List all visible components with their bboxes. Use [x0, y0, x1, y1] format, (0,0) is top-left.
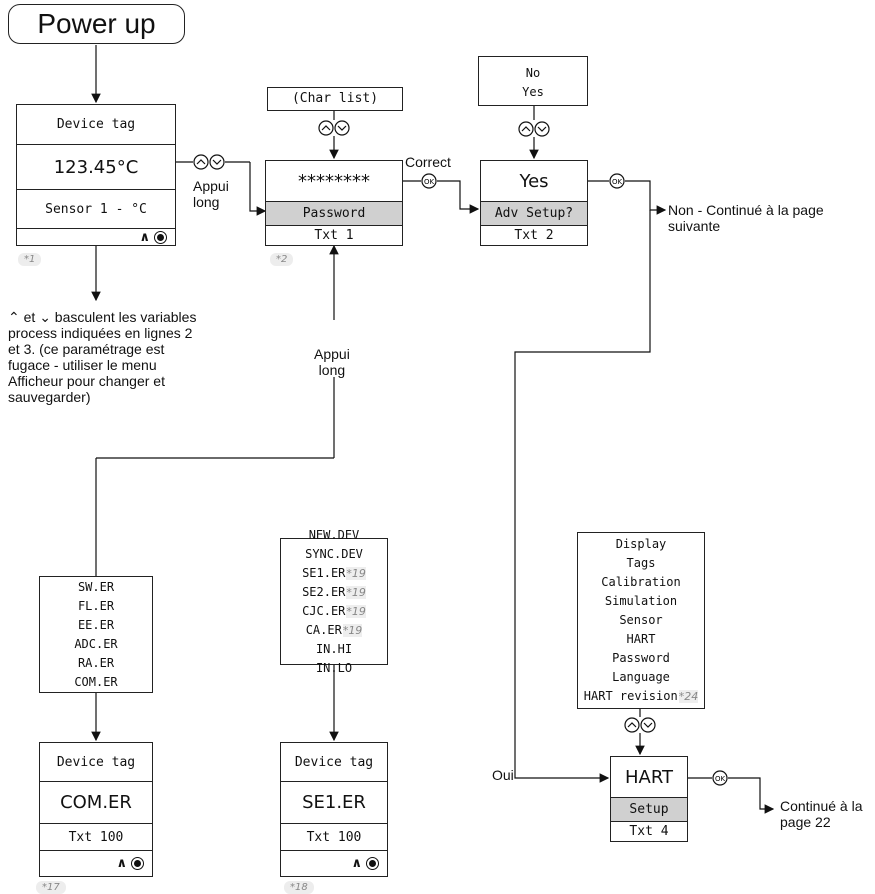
status-row: ∧ — [281, 850, 387, 876]
error-code-row: COM.ER — [40, 781, 152, 823]
list-item: COM.ER — [74, 674, 118, 689]
hex-status-icon — [366, 857, 379, 870]
list-item: Password — [612, 651, 670, 665]
error-list: SW.ER FL.ER EE.ER ADC.ER RA.ER COM.ER — [39, 576, 153, 693]
list-item: CJC.ER*19 — [302, 603, 366, 618]
option-no: No — [525, 66, 541, 80]
bascule-note: ⌃ et ⌄ basculent les variables process i… — [8, 309, 197, 405]
password-panel: ******** Password Txt 1 — [265, 160, 403, 246]
status-row: ∧ — [40, 850, 152, 876]
char-list-box: (Char list) — [267, 87, 403, 111]
list-item: HART revision*24 — [583, 689, 699, 703]
non-continue-label: Non - Continué à la page suivante — [668, 202, 824, 234]
caret-up-icon: ∧ — [351, 856, 362, 871]
list-item: IN.HI — [315, 641, 353, 656]
error-code-row: SE1.ER — [281, 781, 387, 823]
txt-row: Txt 4 — [611, 821, 687, 841]
list-item: Calibration — [601, 575, 681, 589]
list-item: SW.ER — [77, 579, 115, 594]
yes-row: Yes — [519, 170, 549, 192]
txt-row: Txt 100 — [281, 823, 387, 850]
device-tag-row: Device tag — [294, 754, 374, 770]
char-list-label: (Char list) — [291, 91, 379, 106]
appui-long-label: Appui long — [314, 346, 350, 378]
ok-button[interactable]: OK — [609, 173, 625, 189]
footnote-ref: *18 — [284, 881, 314, 894]
list-item: SE2.ER*19 — [302, 584, 366, 599]
correct-label: Correct — [405, 154, 451, 170]
list-item: SE1.ER*19 — [302, 565, 366, 580]
list-item: Language — [612, 670, 670, 684]
password-mask-row: ******** — [298, 170, 370, 192]
list-item: Simulation — [604, 594, 678, 608]
hart-row: HART — [624, 766, 674, 788]
error-display-panel: Device tag COM.ER Txt 100 ∧ — [39, 742, 153, 877]
list-item: EE.ER — [77, 617, 115, 632]
menu-list: Display Tags Calibration Simulation Sens… — [577, 532, 705, 709]
error-display-panel: Device tag SE1.ER Txt 100 ∧ — [280, 742, 388, 877]
setup-row: Setup — [611, 797, 687, 821]
list-item: RA.ER — [77, 655, 115, 670]
power-up-title: Power up — [8, 4, 185, 44]
caret-up-icon: ∧ — [139, 229, 150, 245]
adv-setup-panel: Yes Adv Setup? Txt 2 — [480, 160, 588, 246]
device-tag-row: Device tag — [56, 117, 136, 132]
oui-label: Oui — [492, 767, 514, 783]
ok-button[interactable]: OK — [421, 173, 437, 189]
adv-setup-row: Adv Setup? — [481, 201, 587, 225]
up-down-buttons[interactable] — [193, 154, 225, 170]
ok-button[interactable]: OK — [712, 770, 728, 786]
svg-text:OK: OK — [424, 178, 435, 186]
chevron-up-icon: ⌃ — [8, 309, 24, 325]
list-item: HART — [626, 632, 656, 646]
footnote-ref: *1 — [18, 253, 42, 266]
caret-up-icon: ∧ — [116, 856, 127, 871]
device-error-list: NEW.DEV SYNC.DEV SE1.ER*19 SE2.ER*19 CJC… — [280, 528, 388, 675]
svg-text:OK: OK — [715, 775, 726, 783]
up-down-buttons[interactable] — [313, 120, 355, 136]
up-down-buttons[interactable] — [513, 121, 555, 137]
hart-setup-panel: HART Setup Txt 4 — [610, 756, 688, 842]
list-item: CA.ER*19 — [305, 622, 363, 637]
device-tag-row: Device tag — [56, 754, 136, 770]
svg-text:OK: OK — [612, 178, 623, 186]
txt-row: Txt 100 — [40, 823, 152, 850]
sensor-row: Sensor 1 - °C — [17, 189, 175, 228]
footnote-ref: *17 — [36, 881, 66, 894]
footnote-ref: *2 — [270, 253, 294, 266]
hex-status-icon — [131, 857, 144, 870]
process-value-row: 123.45°C — [17, 144, 175, 189]
list-item: FL.ER — [77, 598, 115, 613]
list-item: IN.LO — [315, 660, 353, 675]
no-yes-box: No Yes — [478, 56, 588, 106]
list-item: Tags — [626, 556, 656, 570]
txt-row: Txt 1 — [266, 225, 402, 245]
list-item: Sensor — [619, 613, 663, 627]
list-item: SYNC.DEV — [305, 546, 363, 561]
up-down-buttons[interactable] — [619, 717, 661, 733]
list-item: NEW.DEV — [308, 527, 360, 542]
password-row: Password — [266, 201, 402, 225]
hex-status-icon — [154, 230, 167, 244]
option-yes: Yes — [522, 85, 544, 99]
display-panel-main: Device tag 123.45°C Sensor 1 - °C ∧ — [16, 104, 176, 246]
continue-page-label: Continué à la page 22 — [780, 798, 863, 830]
list-item: ADC.ER — [74, 636, 118, 651]
list-item: Display — [615, 537, 667, 551]
appui-long-label: Appui long — [193, 178, 229, 210]
txt-row: Txt 2 — [481, 225, 587, 245]
status-row: ∧ — [17, 228, 175, 245]
